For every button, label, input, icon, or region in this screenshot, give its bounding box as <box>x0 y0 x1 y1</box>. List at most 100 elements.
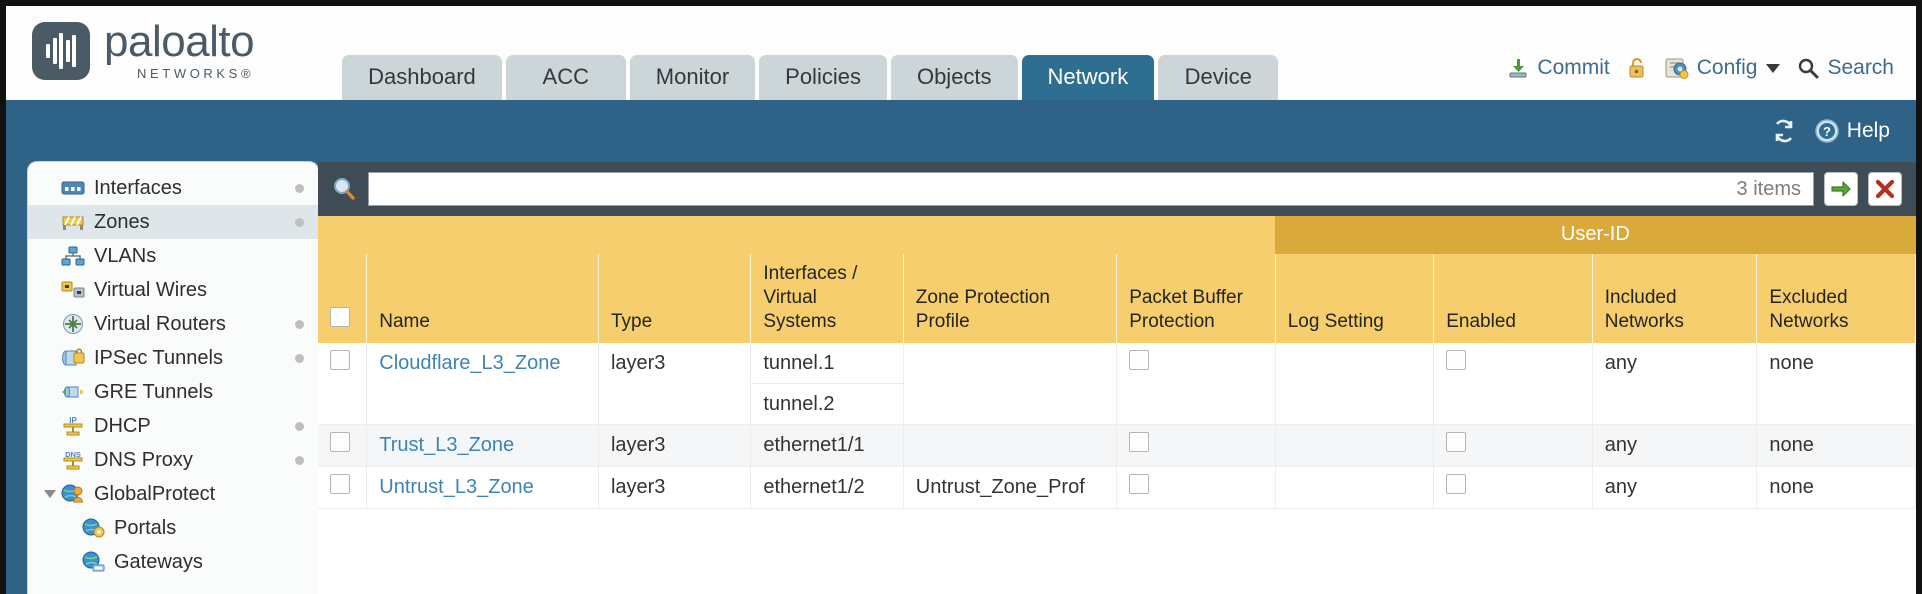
zones-icon <box>60 211 86 233</box>
sidebar: Interfaces Zones VLANs <box>28 162 318 594</box>
table-row[interactable]: Trust_L3_Zone layer3 ethernet1/1 any non… <box>318 424 1916 468</box>
apply-filter-button[interactable] <box>1824 172 1858 206</box>
col-zone-protection-profile[interactable]: Zone Protection Profile <box>903 254 1118 344</box>
zone-name-link[interactable]: Trust_L3_Zone <box>379 434 515 457</box>
zone-protection-profile-cell: Untrust_Zone_Prof <box>903 466 1118 510</box>
col-name[interactable]: Name <box>366 254 599 344</box>
group-header-userid: User-ID <box>1275 216 1916 254</box>
sidebar-item-gateways[interactable]: Gateways <box>28 545 318 579</box>
search-icon <box>1799 58 1819 79</box>
globalprotect-icon <box>60 483 86 505</box>
green-arrow-icon <box>1831 181 1851 197</box>
sidebar-item-gre-tunnels[interactable]: GRE Tunnels <box>28 375 318 409</box>
sidebar-label-gateways: Gateways <box>114 550 203 573</box>
sidebar-label-globalprotect: GlobalProtect <box>94 482 216 505</box>
userid-enabled-checkbox[interactable] <box>1446 350 1467 371</box>
app-header: paloalto NETWORKS® Dashboard ACC Monitor… <box>6 6 1916 100</box>
excluded-networks-cell: none <box>1756 343 1916 426</box>
search-label: Search <box>1827 56 1894 79</box>
packet-buffer-protection-cell <box>1116 466 1276 510</box>
filter-input[interactable]: 3 items <box>368 172 1814 206</box>
table-row[interactable]: Untrust_L3_Zone layer3 ethernet1/2 Untru… <box>318 466 1916 510</box>
packet-buffer-protection-checkbox[interactable] <box>1129 350 1150 371</box>
dns-proxy-icon: DNS <box>60 449 86 471</box>
main-nav-tabs: Dashboard ACC Monitor Policies Objects N… <box>342 55 1279 100</box>
zone-name-link[interactable]: Cloudflare_L3_Zone <box>379 352 561 375</box>
zone-interfaces-cell: tunnel.1 tunnel.2 <box>750 343 904 426</box>
sidebar-label-vlans: VLANs <box>94 244 157 267</box>
zone-interfaces-cell: ethernet1/1 <box>750 424 904 468</box>
userid-enabled-cell <box>1433 343 1593 426</box>
gateways-icon <box>80 551 106 573</box>
zone-type-cell: layer3 <box>598 466 752 510</box>
padlock-icon <box>1629 57 1644 78</box>
col-included-networks[interactable]: Included Networks <box>1592 254 1758 344</box>
zone-name-link[interactable]: Untrust_L3_Zone <box>379 476 534 499</box>
status-dot <box>295 217 304 227</box>
content-panel: 3 items <box>318 162 1916 594</box>
packet-buffer-protection-checkbox[interactable] <box>1129 474 1150 495</box>
tab-dashboard[interactable]: Dashboard <box>342 55 502 100</box>
magnifier-icon[interactable] <box>330 175 358 203</box>
status-dot <box>295 353 304 363</box>
help-button[interactable]: ? Help <box>1814 118 1890 144</box>
search-button[interactable]: Search <box>1796 56 1894 80</box>
svg-text:IP: IP <box>69 416 77 425</box>
filter-bar: 3 items <box>318 162 1916 216</box>
sidebar-item-zones[interactable]: Zones <box>28 205 318 239</box>
sidebar-label-dns-proxy: DNS Proxy <box>94 448 193 471</box>
sidebar-item-vlans[interactable]: VLANs <box>28 239 318 273</box>
tab-monitor[interactable]: Monitor <box>629 55 756 100</box>
commit-button[interactable]: Commit <box>1506 56 1610 80</box>
col-excluded-networks[interactable]: Excluded Networks <box>1756 254 1916 344</box>
chevron-down-icon[interactable] <box>1766 63 1781 73</box>
sidebar-item-portals[interactable]: Portals <box>28 511 318 545</box>
sidebar-item-interfaces[interactable]: Interfaces <box>28 171 318 205</box>
packet-buffer-protection-checkbox[interactable] <box>1129 432 1150 453</box>
col-type[interactable]: Type <box>598 254 752 344</box>
header-toolbar: Commit Config <box>1506 56 1916 100</box>
sidebar-item-dns-proxy[interactable]: DNS DNS Proxy <box>28 443 318 477</box>
status-dot <box>295 183 304 193</box>
tab-objects[interactable]: Objects <box>890 55 1018 100</box>
tab-acc[interactable]: ACC <box>505 55 626 100</box>
col-userid-enabled[interactable]: Enabled <box>1433 254 1593 344</box>
col-log-setting[interactable]: Log Setting <box>1275 254 1435 344</box>
zone-name-cell: Untrust_L3_Zone <box>366 466 599 510</box>
sidebar-item-dhcp[interactable]: IP DHCP <box>28 409 318 443</box>
sidebar-item-globalprotect[interactable]: GlobalProtect <box>28 477 318 511</box>
ipsec-tunnels-icon <box>60 347 86 369</box>
sidebar-label-zones: Zones <box>94 210 150 233</box>
config-button[interactable]: Config <box>1664 56 1781 80</box>
table-row[interactable]: Cloudflare_L3_Zone layer3 tunnel.1 tunne… <box>318 343 1916 426</box>
col-interfaces[interactable]: Interfaces / Virtual Systems <box>750 254 904 344</box>
clear-filter-button[interactable] <box>1868 172 1902 206</box>
status-dot <box>295 421 304 431</box>
row-checkbox[interactable] <box>330 474 350 495</box>
zone-type-cell: layer3 <box>598 424 752 468</box>
col-packet-buffer-protection[interactable]: Packet Buffer Protection <box>1116 254 1276 344</box>
zone-protection-profile-cell <box>903 424 1118 468</box>
tab-network[interactable]: Network <box>1021 55 1155 100</box>
select-all-checkbox[interactable] <box>330 306 350 327</box>
tab-device[interactable]: Device <box>1158 55 1279 100</box>
expander-chevron-down-icon[interactable] <box>42 490 58 498</box>
lock-button[interactable] <box>1626 56 1648 80</box>
svg-text:?: ? <box>1823 124 1831 139</box>
userid-enabled-checkbox[interactable] <box>1446 432 1467 453</box>
refresh-icon[interactable] <box>1770 118 1798 144</box>
userid-enabled-checkbox[interactable] <box>1446 474 1467 495</box>
sidebar-label-interfaces: Interfaces <box>94 176 182 199</box>
row-checkbox[interactable] <box>330 432 350 453</box>
sidebar-item-virtual-routers[interactable]: Virtual Routers <box>28 307 318 341</box>
included-networks-cell: any <box>1592 424 1758 468</box>
table-group-header-row: User-ID <box>318 216 1916 254</box>
row-select-cell <box>318 343 368 426</box>
log-setting-cell <box>1275 343 1435 426</box>
tab-policies[interactable]: Policies <box>759 55 887 100</box>
sidebar-item-virtual-wires[interactable]: Virtual Wires <box>28 273 318 307</box>
sidebar-label-portals: Portals <box>114 516 177 539</box>
row-checkbox[interactable] <box>330 350 350 371</box>
sidebar-item-ipsec-tunnels[interactable]: IPSec Tunnels <box>28 341 318 375</box>
packet-buffer-protection-cell <box>1116 343 1276 426</box>
